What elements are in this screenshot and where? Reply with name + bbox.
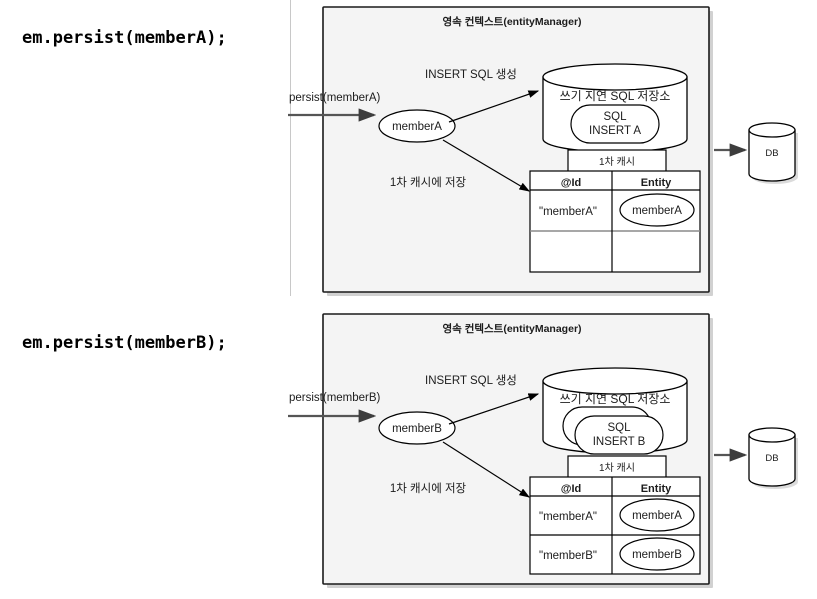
cache-store-arrow [442, 441, 531, 498]
cache-row-entity: memberB [632, 549, 682, 561]
cache-header-entity: Entity [641, 177, 672, 189]
incoming-arrow-label: persist(memberB) [289, 392, 381, 404]
step-panel-top: 영속 컨텍스트(entityManager) persist(memberA) … [288, 6, 798, 296]
cache-store-arrow-label: 1차 캐시에 저장 [390, 482, 467, 495]
cache-row-id: "memberA" [539, 206, 597, 218]
sql-box-line2: INSERT B [593, 436, 646, 448]
cache-caption: 1차 캐시 [599, 462, 635, 474]
database-cylinder: DB [748, 427, 798, 489]
code-label-persist-a: em.persist(memberA); [22, 28, 227, 48]
insert-sql-arrow [448, 393, 540, 425]
cache-row-id: "memberB" [539, 550, 597, 562]
cache-store-arrow-label: 1차 캐시에 저장 [390, 176, 467, 189]
cache-caption: 1차 캐시 [599, 156, 635, 168]
cache-row-entity: memberA [632, 510, 682, 522]
database-label: DB [765, 453, 778, 464]
cache-row-id: "memberA" [539, 511, 597, 523]
panel-title: 영속 컨텍스트(entityManager) [442, 15, 581, 28]
first-level-cache-caption: 1차 캐시 [567, 149, 667, 173]
sql-box-line1: SQL [607, 422, 631, 434]
insert-sql-arrow [448, 90, 540, 123]
cache-row-entity: memberA [632, 205, 682, 217]
step-panel-bottom: 영속 컨텍스트(entityManager) persist(memberB) … [288, 313, 798, 588]
cache-header-entity: Entity [641, 483, 672, 495]
insert-sql-arrow-label: INSERT SQL 생성 [425, 68, 517, 81]
entity-node-ellipse [378, 109, 456, 143]
sql-box-line2: INSERT A [589, 125, 641, 137]
insert-sql-arrow-label: INSERT SQL 생성 [425, 374, 517, 387]
store-title: 쓰기 지연 SQL 저장소 [560, 392, 671, 406]
sql-statement-box-b: SQL INSERT B [574, 415, 664, 455]
cache-row-entity-ellipse [619, 537, 695, 571]
incoming-arrow-label: persist(memberA) [289, 92, 381, 104]
sql-statement-box-a: SQL INSERT A [570, 104, 660, 144]
database-label: DB [765, 148, 778, 159]
cache-store-arrow [442, 139, 531, 192]
sql-box-line1: SQL [603, 111, 627, 123]
entity-node-ellipse [378, 411, 456, 445]
code-label-persist-b: em.persist(memberB); [22, 333, 227, 353]
cache-row-entity-ellipse [619, 193, 695, 227]
entity-node-label: memberB [392, 423, 442, 435]
first-level-cache-caption: 1차 캐시 [567, 455, 667, 479]
first-level-cache-table: @Id Entity "memberA" memberA "memberB" m… [529, 476, 701, 575]
table-row: "memberA" memberA [539, 193, 695, 227]
vertical-divider [290, 0, 291, 296]
database-cylinder: DB [748, 122, 798, 184]
panel-title: 영속 컨텍스트(entityManager) [442, 322, 581, 335]
cache-row-entity-ellipse [619, 498, 695, 532]
table-row: "memberA" memberA [539, 498, 695, 532]
cache-header-id: @Id [561, 177, 582, 189]
store-title: 쓰기 지연 SQL 저장소 [560, 89, 671, 103]
entity-node-label: memberA [392, 121, 442, 133]
cache-header-id: @Id [561, 483, 582, 495]
first-level-cache-table: @Id Entity "memberA" memberA [529, 170, 701, 273]
table-row: "memberB" memberB [539, 537, 695, 571]
